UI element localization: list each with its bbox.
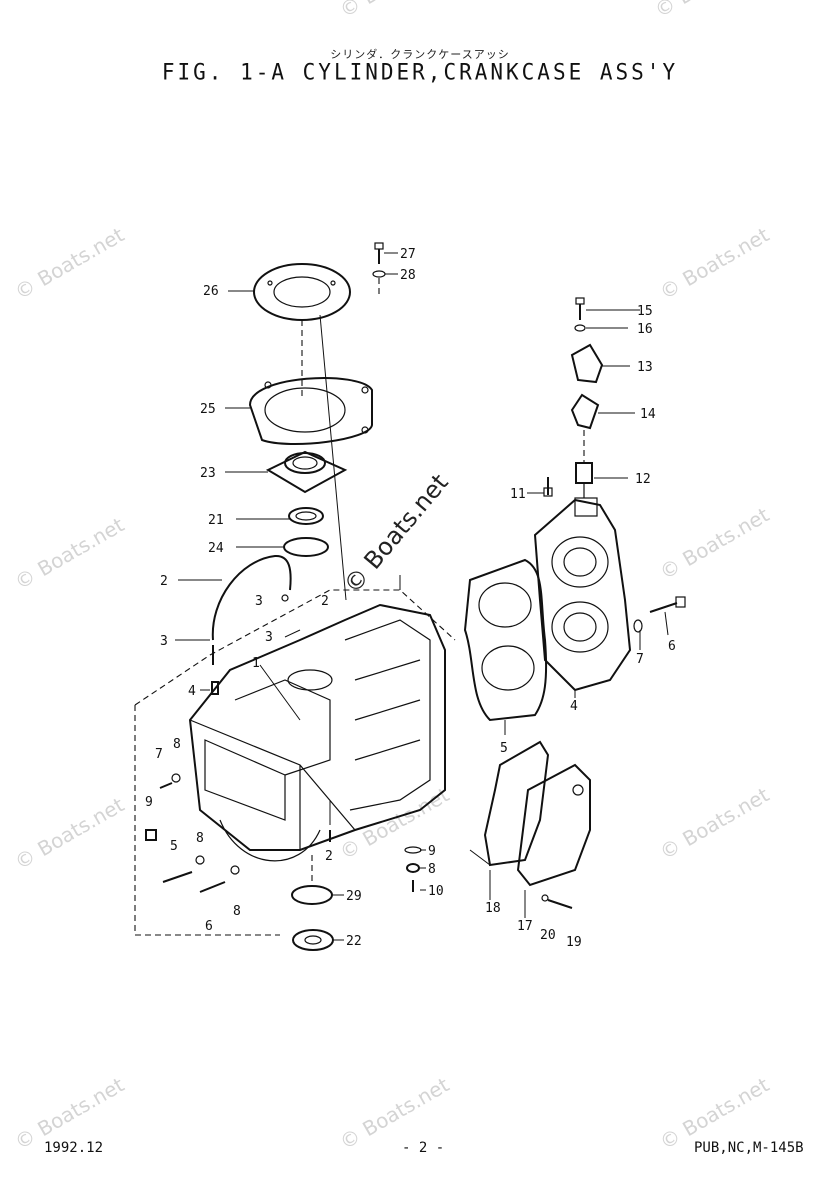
footer-page-number: - 2 -	[402, 1140, 445, 1156]
callout-6-left: 6	[205, 919, 213, 934]
callout-6-right: 6	[668, 639, 676, 654]
part-7-washer-right	[633, 619, 643, 633]
watermark-top: © Boats.net	[336, 0, 454, 22]
part-22-bearing	[292, 929, 334, 951]
callout-2-upper: 2	[321, 594, 329, 609]
callout-24: 24	[208, 541, 224, 556]
callout-labels: 27 28 26 15 16 13 25 14 23 12 11 21 24 2…	[145, 247, 676, 950]
callout-20: 20	[540, 928, 556, 943]
watermark-left-1: © Boats.net	[11, 222, 129, 304]
callout-27: 27	[400, 247, 416, 262]
callout-3-mid: 3	[265, 630, 273, 645]
callout-2-pin: 2	[325, 849, 333, 864]
part-1-cylinder-crankcase	[188, 603, 446, 862]
part-19-bolt	[547, 899, 573, 909]
callout-10: 10	[428, 884, 444, 899]
footer-date: 1992.12	[44, 1140, 104, 1156]
part-6-bolt-right	[649, 596, 686, 613]
part-20-washer	[541, 894, 549, 902]
part-5-bolt	[162, 871, 193, 883]
callout-15: 15	[637, 304, 653, 319]
part-3-fitting-upper	[281, 594, 289, 602]
watermark-left-3: © Boats.net	[11, 792, 129, 874]
part-18-gasket	[483, 740, 550, 867]
part-8-washer-low	[230, 865, 240, 875]
part-24-o-ring	[283, 537, 329, 557]
part-29-o-ring	[291, 885, 333, 905]
callout-9-center: 9	[428, 844, 436, 859]
part-9-washer	[404, 846, 422, 854]
callout-16: 16	[637, 322, 653, 337]
callout-22: 22	[346, 934, 362, 949]
part-25-gasket	[248, 377, 373, 445]
callout-9-left: 9	[145, 795, 153, 810]
watermark-right-3: © Boats.net	[656, 782, 774, 864]
watermark-right-1: © Boats.net	[656, 222, 774, 304]
callout-19: 19	[566, 935, 582, 950]
diagram-subtitle-japanese: シリンダ．クランクケースアッシ	[330, 48, 510, 61]
diagram-title: FIG. 1-A CYLINDER,CRANKCASE ASS'Y	[161, 59, 679, 85]
callout-13: 13	[637, 360, 653, 375]
part-9-screw-left	[159, 782, 173, 789]
part-5-head-gasket	[463, 558, 548, 722]
part-13-thermostat-cover	[570, 343, 604, 384]
callout-2-hose: 2	[160, 574, 168, 589]
callout-7-right: 7	[636, 652, 644, 667]
part-8-washer-mid	[195, 855, 205, 865]
part-8-washer-left	[171, 773, 181, 783]
callout-1: 1	[252, 656, 260, 671]
part-11-sensor	[543, 477, 553, 497]
part-4-plug	[211, 681, 219, 695]
callout-26: 26	[203, 284, 219, 299]
callout-17: 17	[517, 919, 533, 934]
part-5-plug	[145, 829, 157, 841]
callout-5-gasket: 5	[500, 741, 508, 756]
part-21-oil-seal	[288, 507, 324, 525]
callout-8-mid: 8	[196, 831, 204, 846]
callout-29: 29	[346, 889, 362, 904]
part-27-bolt	[374, 242, 384, 264]
callout-25: 25	[200, 402, 216, 417]
callout-11: 11	[510, 487, 526, 502]
crankcase-assembly-outline	[134, 575, 456, 936]
callout-18: 18	[485, 901, 501, 916]
watermark-right-2: © Boats.net	[656, 502, 774, 584]
part-23-bearing-housing	[265, 450, 348, 494]
part-28-washer	[372, 270, 386, 278]
callout-leaders	[175, 252, 669, 941]
callout-8-low: 8	[233, 904, 241, 919]
callout-7-left: 7	[155, 747, 163, 762]
callout-28: 28	[400, 268, 416, 283]
part-4-cylinder-head	[533, 497, 632, 692]
part-15-bolt	[575, 297, 585, 320]
part-12-thermostat	[575, 462, 593, 498]
footer-publication-number: PUB,NC,M-145B	[694, 1140, 804, 1156]
callout-3-left: 3	[160, 634, 168, 649]
part-14-gasket	[570, 393, 600, 430]
callout-8-left: 8	[173, 737, 181, 752]
part-16-washer	[574, 324, 586, 332]
callout-23: 23	[200, 466, 216, 481]
callout-4-head: 4	[570, 699, 578, 714]
part-2-hose	[211, 554, 292, 641]
callout-21: 21	[208, 513, 224, 528]
callout-12: 12	[635, 472, 651, 487]
watermark-group: © Boats.net © Boats.net © Boats.net © Bo…	[11, 0, 774, 1154]
callout-5-plug: 5	[170, 839, 178, 854]
callout-3-upper: 3	[255, 594, 263, 609]
part-17-cover	[516, 763, 591, 887]
part-26-cover	[253, 263, 351, 321]
part-6-bolt-left	[199, 881, 226, 893]
callout-14: 14	[640, 407, 656, 422]
callout-4-plug: 4	[188, 684, 196, 699]
callout-8-center: 8	[428, 862, 436, 877]
watermark-top-right: © Boats.net	[651, 0, 769, 22]
watermark-center: © Boats.net	[338, 469, 454, 599]
watermark-left-2: © Boats.net	[11, 512, 129, 594]
part-8-grommet	[406, 863, 420, 873]
